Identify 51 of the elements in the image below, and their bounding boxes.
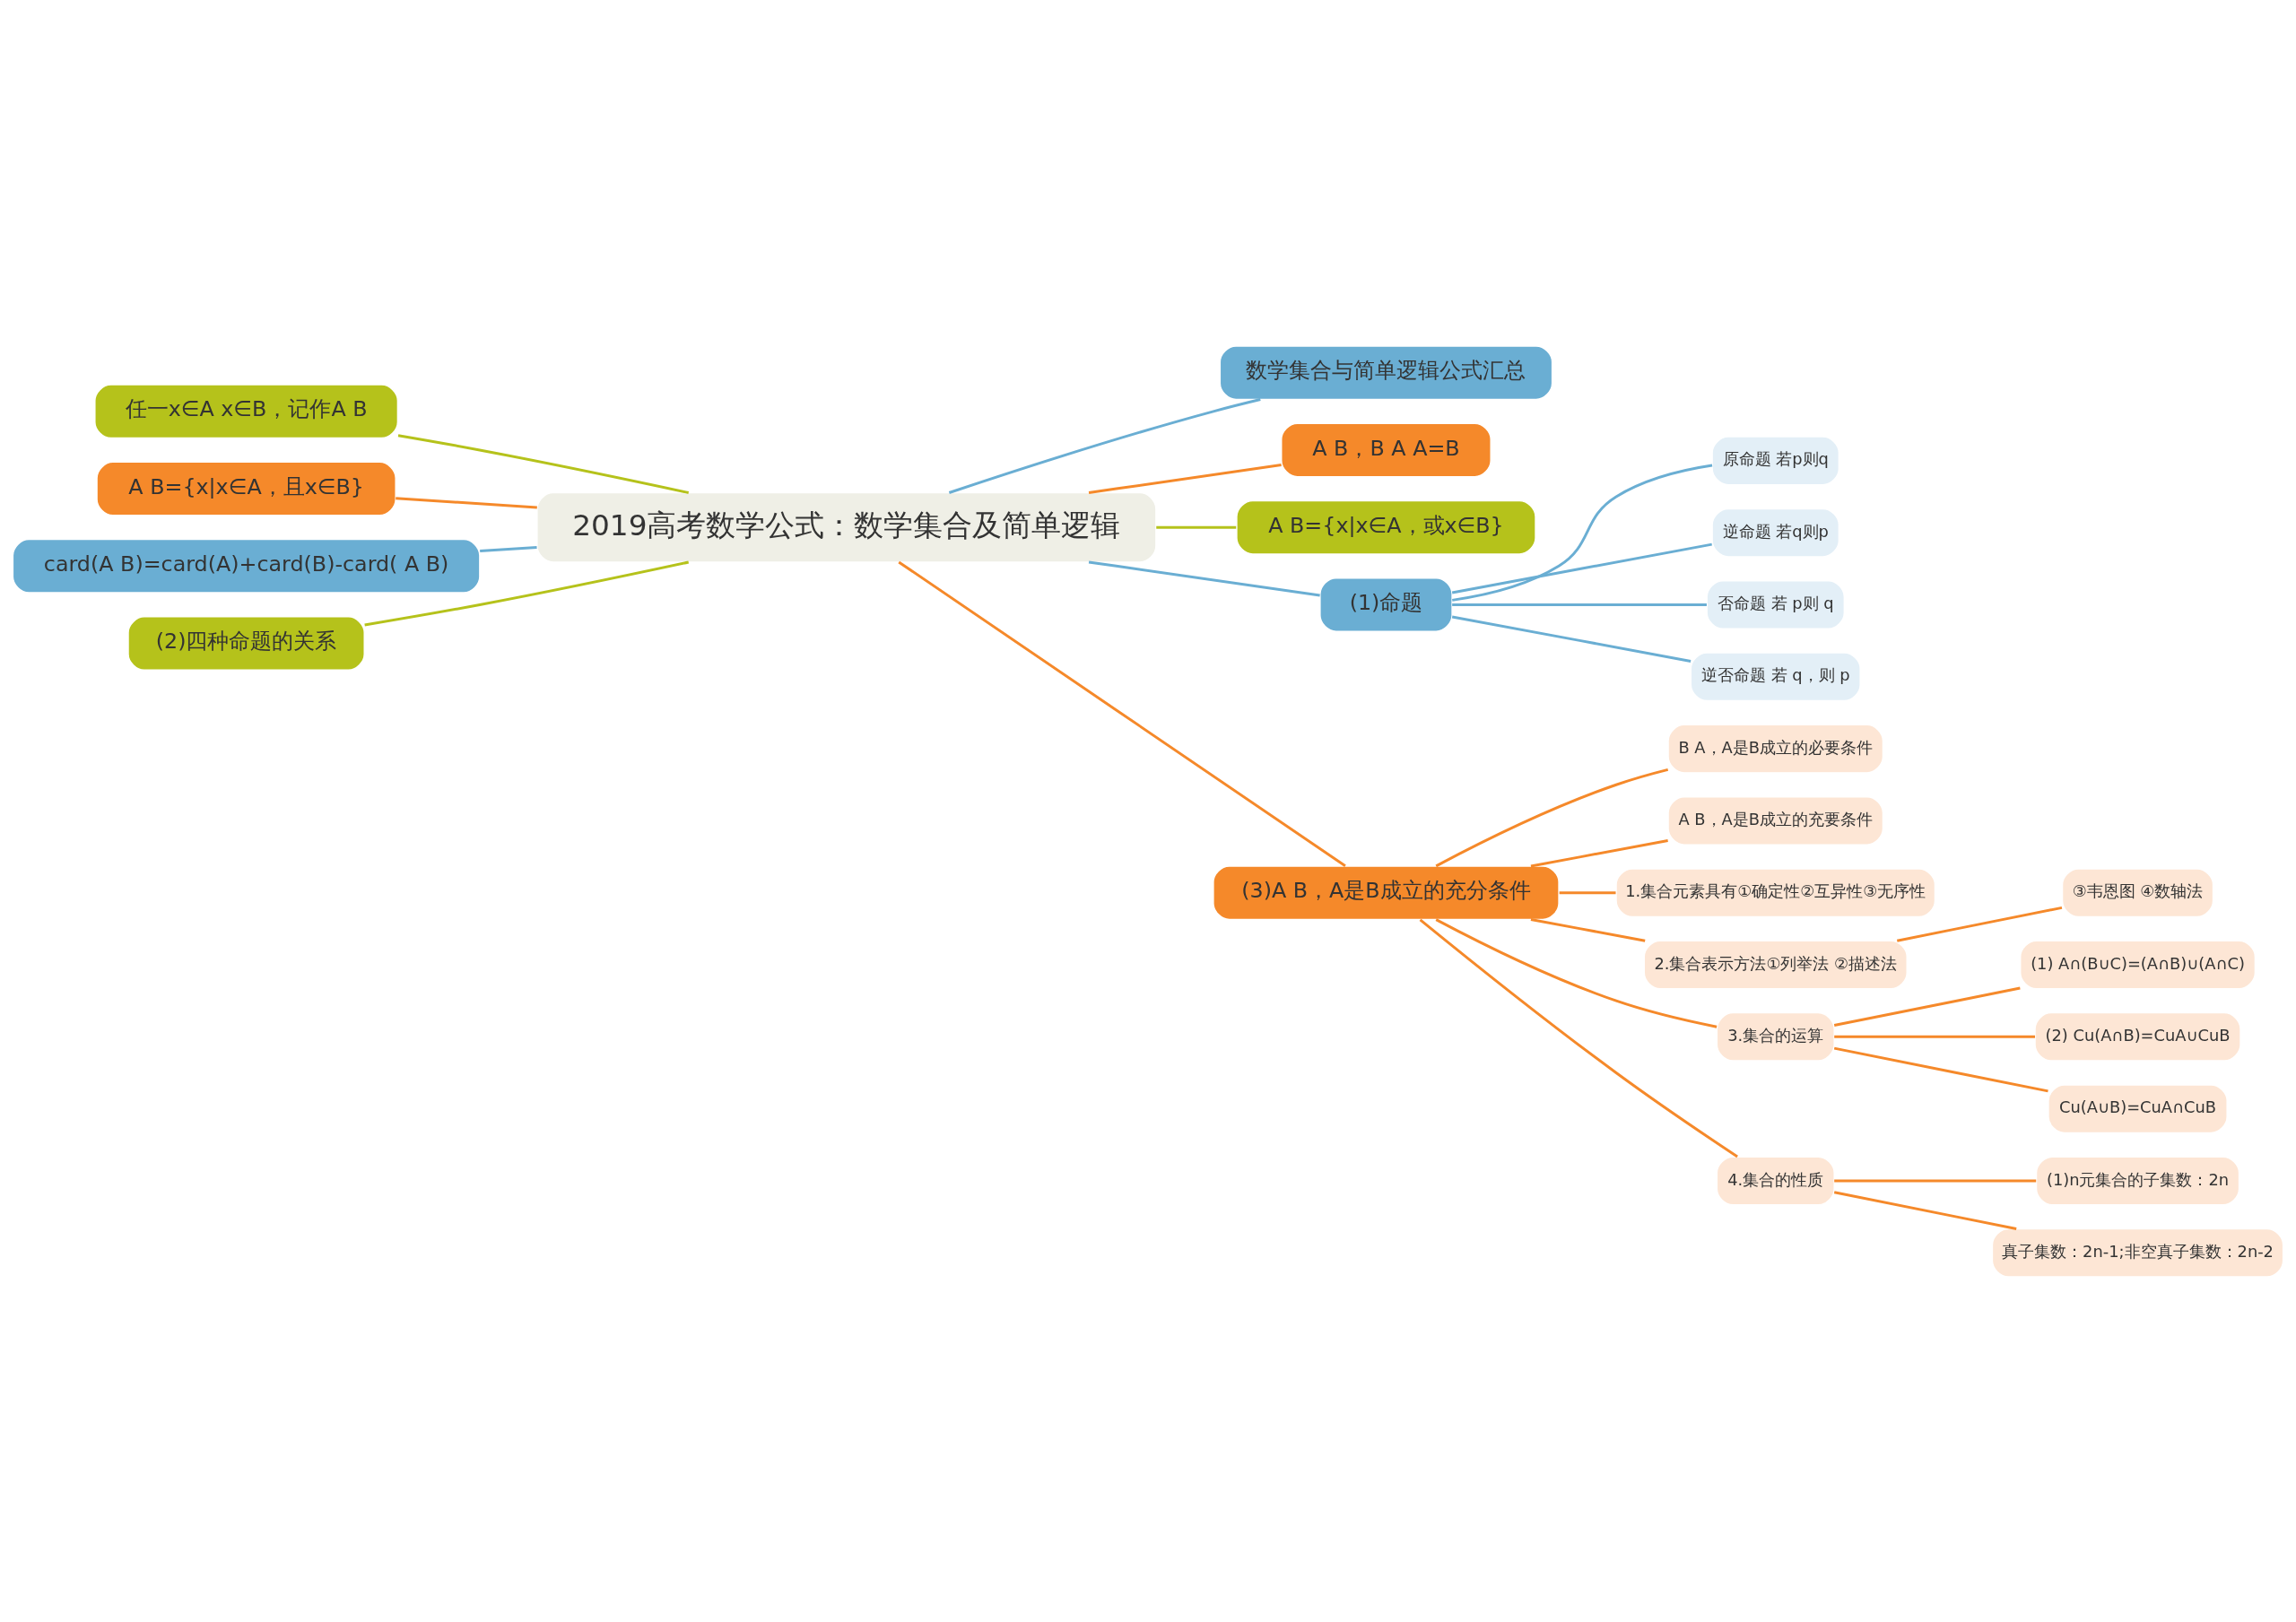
node-box: ③韦恩图 ④数轴法 (2061, 867, 2214, 917)
connector (1833, 1046, 2048, 1092)
node-box: 3.集合的运算 (1716, 1011, 1835, 1062)
node-box: (1) A∩(B∪C)=(A∩B)∪(A∩C) (2019, 940, 2257, 990)
node-box: 数学集合与简单逻辑公式汇总 (1219, 344, 1553, 400)
node-box: 逆命题 若q则p (1711, 507, 1840, 558)
node-box: 任一x∈A x∈B，记作A B (94, 383, 399, 438)
connector (1451, 542, 1712, 594)
node-box: Cu(A∪B)=CuA∩CuB (2048, 1083, 2228, 1133)
node-box: 逆否命题 若 q，则 p (1690, 651, 1861, 701)
node-box: A B，B A A=B (1281, 421, 1492, 477)
node-box: 2019高考数学公式：数学集合及简单逻辑 (536, 491, 1157, 563)
connector (1530, 838, 1668, 867)
connector (1452, 603, 1707, 606)
connector (1156, 525, 1237, 529)
node-box: (3)A B，A是B成立的充分条件 (1213, 864, 1560, 920)
node-box: 1.集合元素具有①确定性②互异性③无序性 (1615, 867, 1936, 917)
node-box: 原命题 若p则q (1711, 435, 1840, 485)
connector (1833, 1190, 2017, 1230)
connector (1419, 918, 1738, 1158)
node-box: 否命题 若 p则 q (1706, 579, 1846, 629)
connector (1451, 614, 1692, 663)
connector (364, 559, 690, 626)
connector (1833, 986, 2021, 1027)
connector (1088, 463, 1282, 494)
node-box: A B，A是B成立的充要条件 (1667, 795, 1884, 846)
connector (1435, 768, 1669, 867)
connector (1559, 890, 1616, 894)
node-box: (1)命题 (1319, 577, 1453, 632)
connector (1530, 917, 1646, 942)
connector (898, 560, 1346, 867)
connector (480, 545, 537, 552)
node-box: 2.集合表示方法①列举法 ②描述法 (1643, 940, 1908, 990)
node-box: (1)n元集合的子集数：2n (2035, 1155, 2240, 1205)
node-box: card(A B)=card(A)+card(B)-card( A B) (12, 538, 481, 594)
node-box: (2) Cu(A∩B)=CuA∪CuB (2034, 1011, 2241, 1062)
connector (1088, 559, 1320, 596)
connector (396, 496, 537, 508)
node-box: A B={x|x∈A，且x∈B} (96, 461, 396, 516)
connector (1435, 917, 1718, 1028)
connector (1834, 1179, 2037, 1182)
node-box: (2)四种命题的关系 (127, 615, 365, 671)
node-box: 真子集数：2n-1;非空真子集数：2n-2 (1991, 1227, 2284, 1278)
connector (397, 433, 690, 494)
connector (1834, 1035, 2035, 1038)
node-box: B A，A是B成立的必要条件 (1667, 724, 1884, 774)
node-box: A B={x|x∈A，或x∈B} (1236, 499, 1536, 555)
connector (1896, 906, 2063, 942)
connector (1452, 464, 1713, 602)
node-box: 4.集合的性质 (1716, 1155, 1835, 1205)
connector (948, 397, 1261, 494)
